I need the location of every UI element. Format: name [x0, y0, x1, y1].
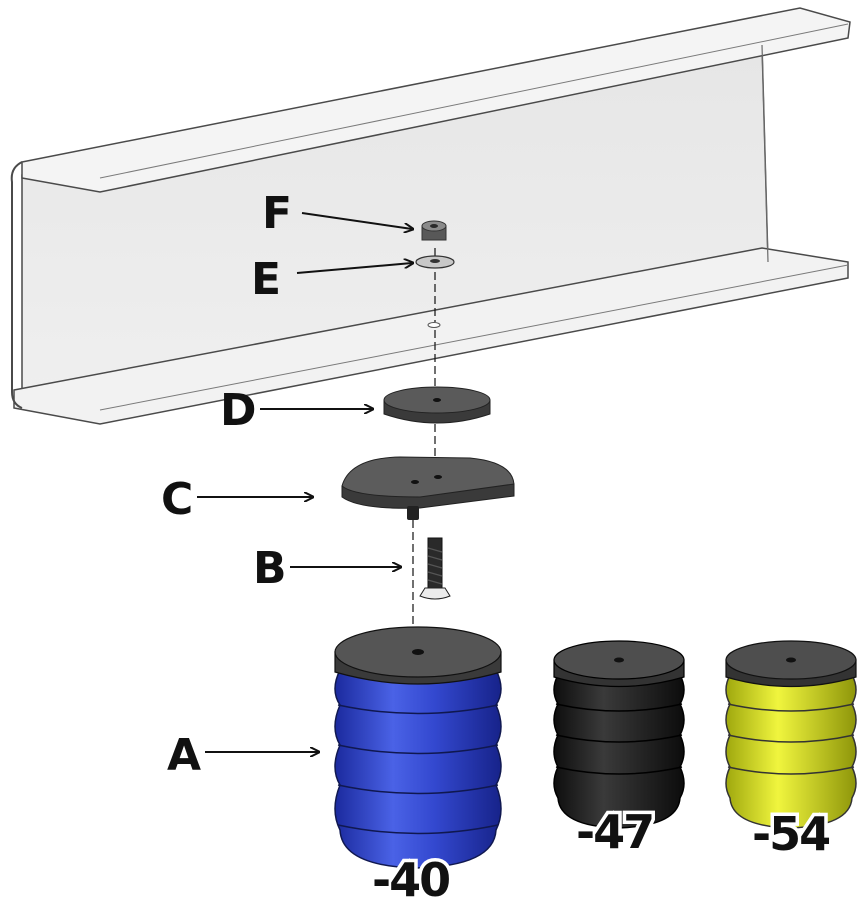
bumper-variant-54	[725, 640, 857, 829]
callout-label-b: B	[253, 543, 287, 594]
callout-arrows	[197, 212, 412, 752]
callout-label-a: A	[167, 730, 201, 781]
bumper-variant-47	[553, 640, 685, 829]
arrow-f	[301, 212, 412, 229]
variant-label-47: -47	[576, 805, 653, 859]
variant-label-54: -54	[752, 807, 829, 861]
callout-label-d: D	[220, 385, 257, 436]
mounting-bracket-part-c	[341, 456, 515, 520]
bumper-variant-40	[334, 626, 502, 869]
washer-part-e	[415, 255, 455, 269]
callout-label-c: C	[161, 474, 193, 525]
bolt-part-b	[419, 537, 451, 600]
arrow-e	[296, 263, 412, 274]
callout-label-f: F	[262, 188, 292, 239]
variant-label-40: -40	[372, 853, 449, 904]
c-channel-frame-rail	[10, 7, 851, 425]
nut-part-f	[421, 220, 447, 241]
spacer-disc-part-d	[383, 386, 491, 424]
callout-label-e: E	[251, 254, 281, 305]
